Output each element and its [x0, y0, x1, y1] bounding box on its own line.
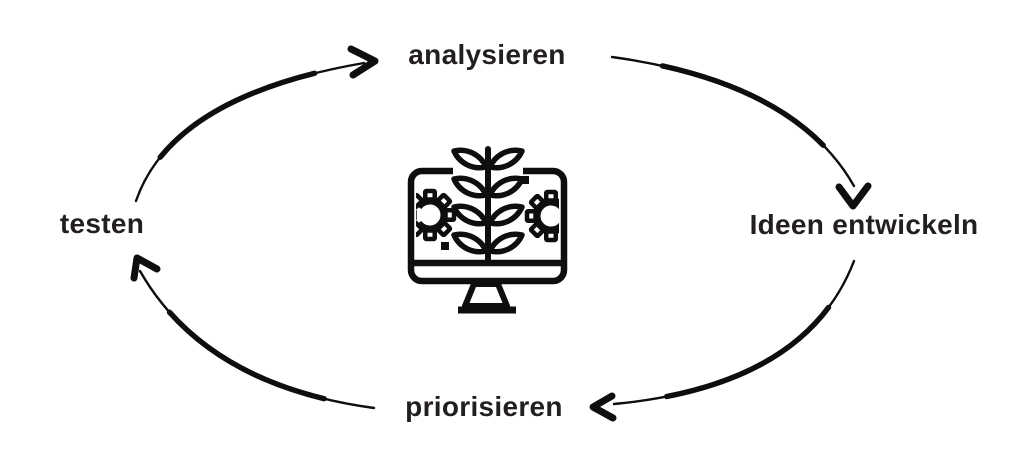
gear-left-icon	[416, 188, 457, 242]
arrow-testen-to-analysieren	[133, 45, 379, 204]
screen-dot-right-icon	[521, 176, 529, 184]
arrowhead-down-icon	[835, 182, 872, 210]
arrowhead-up-icon	[130, 254, 161, 282]
step-label-testen: testen	[59, 208, 145, 239]
plant-icon	[451, 146, 525, 264]
step-label-ideen-entwickeln: Ideen entwickeln	[749, 209, 979, 240]
screen-dot-left-icon	[441, 242, 449, 250]
arrowhead-left-icon	[589, 392, 617, 422]
monitor-stand-icon	[462, 281, 510, 309]
arrow-ideen-to-priorisieren	[589, 258, 857, 422]
gear-right-icon	[524, 189, 559, 243]
arrow-analysieren-to-ideen	[609, 54, 872, 210]
arrowhead-right-icon	[347, 45, 379, 79]
step-label-analysieren: analysieren	[408, 39, 566, 70]
step-label-priorisieren: priorisieren	[405, 391, 563, 422]
monitor-plant-gears-icon	[407, 146, 568, 314]
arrow-priorisieren-to-testen	[130, 254, 377, 411]
